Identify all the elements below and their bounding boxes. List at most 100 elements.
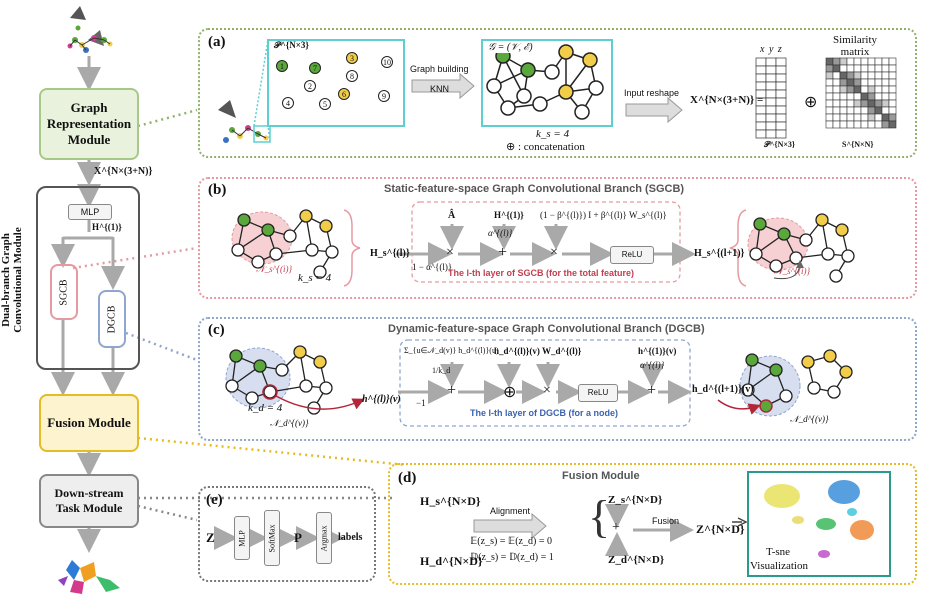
dgcb-box: DGCB bbox=[98, 290, 126, 348]
softmax-e: SoftMax bbox=[264, 510, 280, 566]
hs-out: H_s^{(l+1)} bbox=[694, 248, 745, 259]
plus-b: + bbox=[498, 244, 508, 261]
point-node: 6 bbox=[338, 88, 350, 100]
point-node: 8 bbox=[346, 70, 358, 82]
hv-in: h^{(l)}(v) bbox=[362, 394, 401, 405]
h1-b: H^{(1)} bbox=[494, 210, 524, 220]
dual-branch-container bbox=[36, 186, 140, 370]
panel-d bbox=[388, 463, 917, 585]
segmented-cloud-icon bbox=[58, 560, 120, 594]
zs-d: Z_s^{N×D} bbox=[608, 494, 663, 506]
knn-graph bbox=[486, 44, 604, 120]
point-node: 1 bbox=[276, 60, 288, 72]
oplus-symbol: ⊕ bbox=[804, 94, 818, 111]
knn-label: KNN bbox=[430, 84, 450, 94]
panel-e bbox=[198, 486, 376, 582]
panel-c bbox=[198, 317, 917, 441]
zoom-source-cloud bbox=[218, 100, 271, 143]
w-d: W_d^{(l)} bbox=[542, 346, 582, 356]
point-node: 9 bbox=[378, 90, 390, 102]
x-formula: X^{N×(3+N)} = bbox=[690, 94, 764, 106]
matrix-cell bbox=[775, 129, 787, 139]
times-c: × bbox=[543, 383, 551, 398]
times-2-b: × bbox=[550, 245, 558, 260]
sgcb-output-graph bbox=[747, 213, 855, 283]
minus-one: −1 bbox=[416, 398, 426, 408]
one-minus-alpha: 1 − α^{(l)} bbox=[412, 262, 453, 272]
point-node: 5 bbox=[319, 98, 331, 110]
ks-label: k_s = 4 bbox=[536, 128, 570, 140]
kd-c: k_d = 4 bbox=[248, 402, 283, 414]
similarity-matrix bbox=[825, 57, 897, 129]
ns-b-out: 𝒩_s^{(i)} bbox=[774, 266, 811, 276]
graph-building-label: Graph building bbox=[410, 64, 469, 74]
p-matrix-label: 𝒫^{N×3} bbox=[764, 140, 796, 149]
plus-d: + bbox=[612, 520, 620, 535]
relu-c: ReLU bbox=[578, 384, 618, 402]
ks-b: k_s = 4 bbox=[298, 272, 332, 284]
argmax-e: Argmax bbox=[316, 512, 332, 564]
times-1-b: × bbox=[446, 245, 454, 260]
p-e: P bbox=[294, 530, 302, 545]
mlp-box: MLP bbox=[68, 204, 112, 220]
hs-d: H_s^{N×D} bbox=[420, 494, 481, 508]
oplus-c: ⊕ bbox=[503, 384, 517, 401]
brace-d: { bbox=[588, 491, 611, 542]
panel-a bbox=[198, 28, 917, 158]
dual-branch-label: Dual-branch Graph Convolutional Module bbox=[0, 227, 24, 333]
sgcb-layer-caption: The l-th layer of SGCB (for the total fe… bbox=[448, 268, 635, 278]
concat-label: ⊕ : concatenation bbox=[506, 141, 585, 153]
point-node: 3 bbox=[346, 52, 358, 64]
zd-d: Z_d^{N×D} bbox=[608, 554, 665, 566]
point-node: 4 bbox=[282, 97, 294, 109]
point-node: 10 bbox=[381, 56, 393, 68]
similarity-header: Similarity matrix bbox=[833, 34, 877, 58]
downstream-task-module: Down-stream Task Module bbox=[39, 474, 139, 528]
s-matrix-label: S^{N×N} bbox=[842, 140, 874, 149]
z-e: Z bbox=[206, 530, 215, 545]
xyz-header: x y z bbox=[760, 44, 782, 55]
panel-a-label: (a) bbox=[208, 34, 226, 50]
sgcb-box: SGCB bbox=[50, 264, 78, 320]
hd-v: h_d^{(l)}(v) bbox=[494, 346, 540, 356]
variance-eq: 𝔻(z_s) = 𝔻(z_d) = 1 bbox=[470, 552, 554, 563]
dgcb-input-graph bbox=[225, 345, 365, 415]
plus-c1: + bbox=[447, 382, 457, 399]
fusion-module: Fusion Module bbox=[39, 394, 139, 452]
nd-c: 𝒩_d^{(v)} bbox=[270, 418, 309, 428]
h1-label: H^{(1)} bbox=[92, 222, 122, 232]
panel-b-title: Static-feature-space Graph Convolutional… bbox=[384, 183, 685, 195]
fusion-label-d: Fusion bbox=[652, 516, 680, 526]
nd-c-out: 𝒩_d^{(v)} bbox=[790, 414, 829, 424]
panel-b-label: (b) bbox=[208, 182, 227, 198]
mlp-e: MLP bbox=[234, 516, 250, 560]
expectation-eq: 𝔼(z_s) = 𝔼(z_d) = 0 bbox=[470, 536, 552, 547]
point-node: 2 bbox=[304, 80, 316, 92]
panel-b bbox=[198, 177, 917, 299]
a-hat: Â bbox=[448, 210, 456, 221]
z-d: Z^{N×D} bbox=[696, 522, 745, 536]
input-reshape-label: Input reshape bbox=[624, 88, 680, 98]
point-cloud-icon bbox=[67, 6, 113, 53]
panel-d-label: (d) bbox=[398, 470, 417, 486]
panel-d-title: Fusion Module bbox=[562, 470, 640, 482]
point-node: 7 bbox=[309, 62, 321, 74]
plus-c2: + bbox=[647, 382, 657, 399]
alignment-label: Alignment bbox=[490, 506, 531, 516]
dgcb-output-graph bbox=[717, 349, 853, 417]
beta-term: (1 − β^{(l)}) I + β^{(l)} W_s^{(l)} bbox=[540, 210, 667, 220]
ns-b: 𝒩_s^{(i)} bbox=[256, 264, 293, 274]
dgcb-layer-caption: The l-th layer of DGCB (for a node) bbox=[470, 408, 619, 418]
panel-c-title: Dynamic-feature-space Graph Convolutiona… bbox=[388, 323, 705, 335]
alpha-b: α^{(l)} bbox=[488, 228, 513, 238]
panel-e-label: (e) bbox=[206, 492, 223, 508]
sum-term: Σ_{u∈𝒩_d(v)} h_d^{(l)}(u) bbox=[404, 346, 499, 355]
xyz-matrix bbox=[755, 57, 787, 139]
visualization-label: Visualization bbox=[750, 560, 808, 572]
inv-kd: 1/k_d bbox=[432, 366, 451, 375]
graph-symbol: 𝒢 = (𝒱, ℰ) bbox=[488, 42, 533, 53]
tsne-scatter bbox=[764, 480, 874, 558]
hv-out: h_d^{(l+1)}(v) bbox=[692, 384, 754, 395]
sgcb-input-graph bbox=[231, 209, 339, 279]
